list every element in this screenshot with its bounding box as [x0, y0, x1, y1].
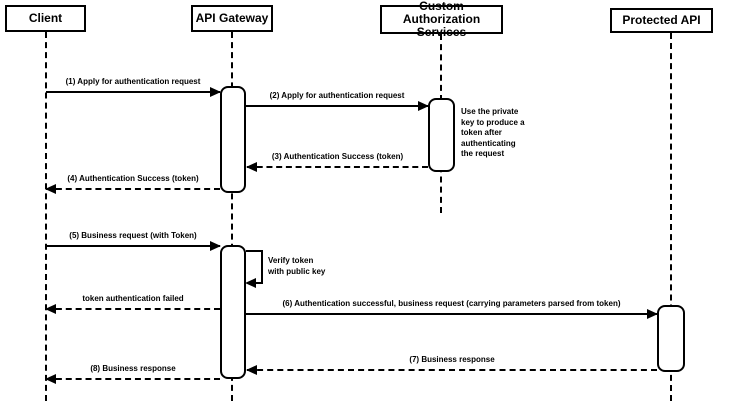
arrowhead-right-icon: [647, 309, 658, 319]
participant-api-gateway-label: API Gateway: [195, 11, 269, 25]
message-3-label: (3) Authentication Success (token): [271, 152, 404, 161]
arrowhead-left-icon: [45, 304, 56, 314]
message-2-label: (2) Apply for authentication request: [269, 91, 405, 100]
message-5-label: (5) Business request (with Token): [69, 231, 197, 240]
arrowhead-right-icon: [210, 87, 221, 97]
participant-client-label: Client: [28, 11, 63, 25]
arrowhead-left-icon: [45, 374, 56, 384]
arrowhead-left-icon: [246, 162, 257, 172]
activation-custom-authorization-services: [428, 98, 455, 172]
arrowhead-left-icon: [245, 278, 256, 288]
participant-custom-authorization-services: Custom Authorization Services: [380, 0, 503, 39]
participant-protected-api: Protected API: [610, 8, 713, 33]
self-message-top-line: [246, 250, 263, 252]
activation-api-gateway-business: [220, 245, 246, 379]
lifeline-api-gateway: [231, 32, 233, 401]
arrowhead-left-icon: [246, 365, 257, 375]
message-4-label: (4) Authentication Success (token): [67, 174, 199, 183]
message-8-line: [46, 378, 220, 380]
self-message-label: Verify token with public key: [268, 256, 326, 276]
activation-protected-api: [657, 305, 685, 372]
arrowhead-right-icon: [418, 101, 429, 111]
message-2-line: [246, 105, 428, 107]
arrowhead-left-icon: [45, 184, 56, 194]
message-7-label: (7) Business response: [409, 355, 495, 364]
lifeline-client: [44, 32, 47, 401]
message-6-label: (6) Authentication successful, business …: [282, 299, 621, 308]
message-3-line: [247, 166, 428, 168]
message-5-line: [46, 245, 220, 247]
message-6-line: [246, 313, 657, 315]
message-4-line: [46, 188, 220, 190]
message-token-auth-failed-label: token authentication failed: [82, 294, 184, 303]
participant-protected-api-label: Protected API: [622, 13, 701, 27]
message-7-line: [247, 369, 657, 371]
message-1-line: [46, 91, 220, 93]
message-1-label: (1) Apply for authentication request: [65, 77, 201, 86]
participant-api-gateway: API Gateway: [191, 5, 273, 32]
participant-custom-authorization-services-label: Custom Authorization Services: [402, 0, 481, 39]
activation-api-gateway-auth: [220, 86, 246, 193]
participant-client: Client: [5, 5, 86, 32]
note-use-private-key: Use the private key to produce a token a…: [461, 107, 525, 158]
message-8-label: (8) Business response: [90, 364, 176, 373]
message-token-auth-failed-line: [46, 308, 220, 310]
lifeline-protected-api: [670, 33, 672, 401]
self-message-right-line: [261, 250, 263, 283]
arrowhead-right-icon: [210, 241, 221, 251]
self-message-bottom-line: [252, 282, 263, 284]
